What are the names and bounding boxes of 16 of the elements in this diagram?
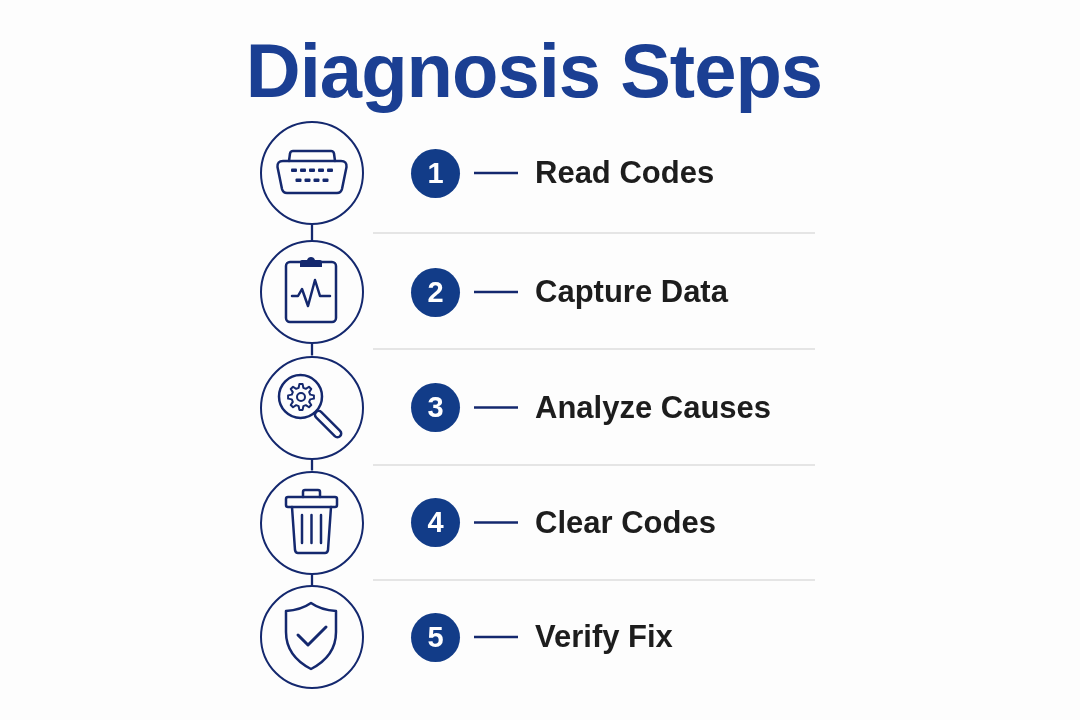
- step-number: 5: [411, 612, 460, 662]
- step-number: 4: [411, 498, 460, 547]
- connector-line: [474, 171, 518, 175]
- step-label: Analyze Causes: [535, 388, 772, 427]
- step-number: 1: [411, 148, 460, 198]
- step-label: Verify Fix: [535, 618, 673, 656]
- step-label: Clear Codes: [535, 503, 716, 542]
- connector-line: [474, 521, 518, 524]
- step-label: Capture Data: [535, 273, 728, 311]
- connector-line: [474, 635, 518, 639]
- connector-line: [310, 344, 314, 356]
- connector-line: [474, 406, 518, 409]
- step-number: 3: [411, 383, 460, 432]
- step-label: Read Codes: [535, 154, 715, 192]
- connector-line: [474, 290, 518, 294]
- step-number: 2: [411, 267, 460, 317]
